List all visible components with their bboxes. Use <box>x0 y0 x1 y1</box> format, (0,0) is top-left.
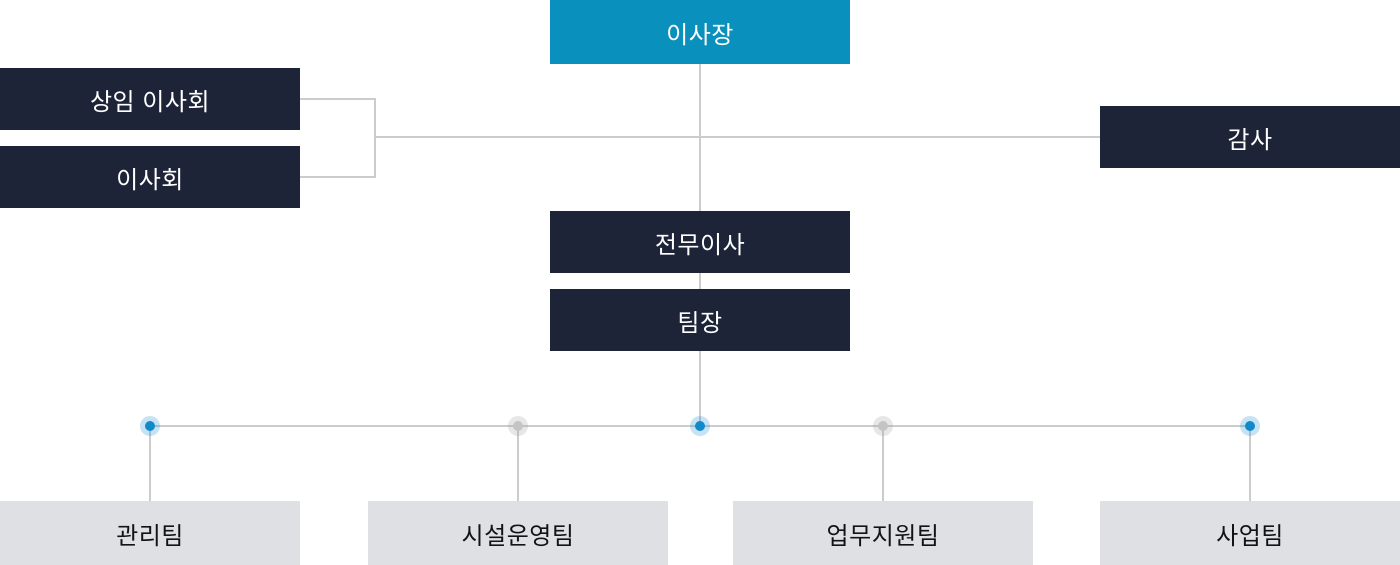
node-label: 감사 <box>1227 126 1273 154</box>
junction-dot-left-icon <box>140 416 160 436</box>
connector-bracket-vertical <box>374 98 376 178</box>
node-label: 상임 이사회 <box>89 88 211 116</box>
dot-core-icon <box>145 421 155 431</box>
node-label: 이사장 <box>666 21 734 49</box>
node-label: 팀장 <box>677 309 723 337</box>
node-label: 관리팀 <box>116 522 184 550</box>
connector-drop-team-3 <box>1249 426 1251 501</box>
node-label: 전무이사 <box>654 231 746 259</box>
node-team-management: 관리팀 <box>0 501 300 565</box>
connector-standing-board-branch <box>300 98 376 100</box>
node-team-facility-operations: 시설운영팀 <box>368 501 668 565</box>
junction-dot-right-icon <box>1240 416 1260 436</box>
node-label: 이사회 <box>116 166 184 194</box>
node-executive-director: 전무이사 <box>550 211 850 273</box>
node-standing-board: 상임 이사회 <box>0 68 300 130</box>
junction-dot-gray-icon <box>873 416 893 436</box>
connector-board-branch <box>300 176 376 178</box>
dot-core-icon <box>878 421 888 431</box>
node-board: 이사회 <box>0 146 300 208</box>
connector-drop-team-2 <box>882 426 884 501</box>
node-label: 사업팀 <box>1216 522 1284 550</box>
dot-core-icon <box>513 421 523 431</box>
node-team-business: 사업팀 <box>1100 501 1400 565</box>
node-team-leader: 팀장 <box>550 289 850 351</box>
connector-leader-down <box>699 351 701 426</box>
connector-main-horizontal <box>374 136 1101 138</box>
node-label: 업무지원팀 <box>826 522 940 550</box>
connector-drop-team-1 <box>517 426 519 501</box>
node-label: 시설운영팀 <box>461 522 575 550</box>
dot-core-icon <box>695 421 705 431</box>
node-auditor: 감사 <box>1100 106 1400 168</box>
connector-exec-to-leader <box>699 273 701 289</box>
junction-dot-center-icon <box>690 416 710 436</box>
dot-core-icon <box>1245 421 1255 431</box>
node-team-business-support: 업무지원팀 <box>733 501 1033 565</box>
junction-dot-gray-icon <box>508 416 528 436</box>
node-chairman: 이사장 <box>550 0 850 64</box>
connector-drop-team-0 <box>149 426 151 501</box>
